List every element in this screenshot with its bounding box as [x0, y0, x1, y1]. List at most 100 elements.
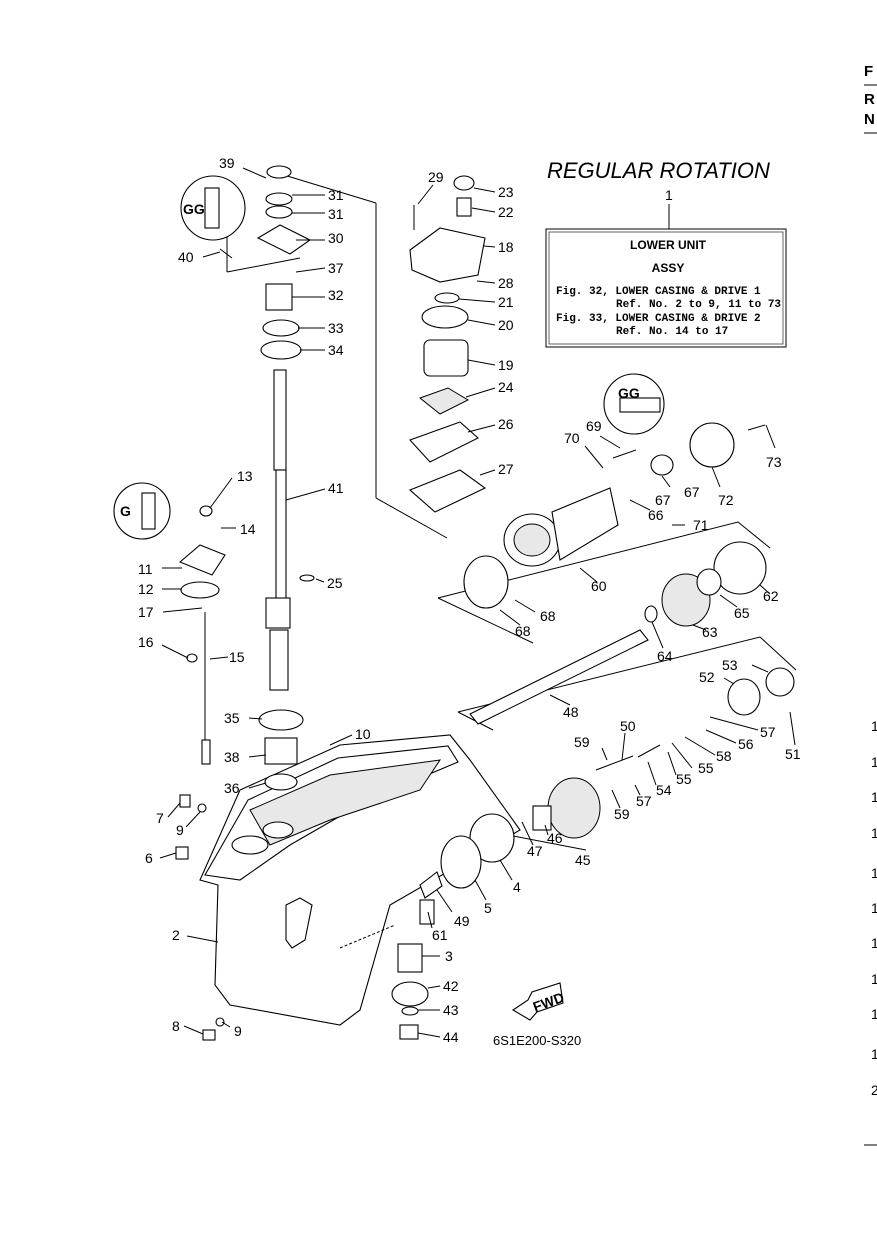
- part-number-label: 71: [693, 517, 709, 533]
- diagram-heading: REGULAR ROTATION: [547, 158, 770, 183]
- water-pump-assembly: [408, 175, 487, 513]
- part-number-label: 43: [443, 1002, 459, 1018]
- part-number-label: 12: [138, 581, 154, 597]
- part-number-label: 59: [574, 734, 590, 750]
- part-number-label: 20: [498, 317, 514, 333]
- part-number-labels: 39 31 31 30 40 37 32 33 34 41 13 14 11 1…: [138, 155, 801, 1045]
- part-number-label: 67: [655, 492, 671, 508]
- edge-number: 1: [871, 754, 877, 770]
- part-number-label: 73: [766, 454, 782, 470]
- part-number-label: 56: [738, 736, 754, 752]
- part-number-label: 25: [327, 575, 343, 591]
- part-number-label: 38: [224, 749, 240, 765]
- part-number-label: 23: [498, 184, 514, 200]
- shift-rod-assembly: [178, 505, 226, 765]
- edge-number: 1: [871, 1046, 877, 1062]
- part-number-label: 32: [328, 287, 344, 303]
- small-hardware: [175, 205, 766, 1041]
- propeller-shaft-housing: [463, 422, 735, 609]
- part-number-label: 70: [564, 430, 580, 446]
- part-number-label: 24: [498, 379, 514, 395]
- drive-shaft-assembly: [256, 165, 312, 791]
- edge-letter: R: [864, 91, 875, 108]
- part-number-label: 31: [328, 187, 344, 203]
- part-number-label: 34: [328, 342, 344, 358]
- part-number-label: 51: [785, 746, 801, 762]
- svg-text:GG: GG: [183, 201, 205, 217]
- part-number-label: 55: [676, 771, 692, 787]
- part-number-label: 57: [760, 724, 776, 740]
- part-number-label: 53: [722, 657, 738, 673]
- edge-column: F R N 1 1 1 1 1 1 1 1 1 1 2: [864, 63, 877, 1146]
- gear-set: [440, 541, 795, 889]
- part-number-label: 63: [702, 624, 718, 640]
- gearcase-housing: [199, 734, 521, 1026]
- part-number-label: 39: [219, 155, 235, 171]
- part-number-label: 47: [527, 843, 543, 859]
- edge-number: 2: [871, 1082, 877, 1098]
- part-number-label: 67: [684, 484, 700, 500]
- part-number-label: 57: [636, 793, 652, 809]
- part-number-label: 62: [763, 588, 779, 604]
- callout-assembly-number: 1: [665, 187, 673, 203]
- edge-number: 1: [871, 865, 877, 881]
- bracket-lines: [226, 174, 797, 851]
- part-number-label: 45: [575, 852, 591, 868]
- info-box-line-3: Fig. 32, LOWER CASING & DRIVE 1: [556, 286, 761, 298]
- info-box-line-2: ASSY: [652, 261, 685, 275]
- part-number-label: 65: [734, 605, 750, 621]
- part-number-label: 37: [328, 260, 344, 276]
- part-number-label: 42: [443, 978, 459, 994]
- part-number-label: 49: [454, 913, 470, 929]
- part-number-label: 64: [657, 648, 673, 664]
- part-number-label: 52: [699, 669, 715, 685]
- part-number-label: 48: [563, 704, 579, 720]
- part-number-label: 36: [224, 780, 240, 796]
- part-number-label: 18: [498, 239, 514, 255]
- part-number-label: 69: [586, 418, 602, 434]
- part-number-label: 66: [648, 507, 664, 523]
- part-number-label: 10: [355, 726, 371, 742]
- part-number-label: 28: [498, 275, 514, 291]
- part-number-label: 22: [498, 204, 514, 220]
- info-box-line-1: LOWER UNIT: [630, 238, 707, 252]
- part-number-label: 3: [445, 948, 453, 964]
- part-number-label: 58: [716, 748, 732, 764]
- part-number-label: 13: [237, 468, 253, 484]
- part-number-label: 16: [138, 634, 154, 650]
- part-number-label: 5: [484, 900, 492, 916]
- info-box-line-6: Ref. No. 14 to 17: [616, 326, 728, 338]
- part-number-label: 44: [443, 1029, 459, 1045]
- part-number-label: 60: [591, 578, 607, 594]
- part-number-label: 54: [656, 782, 672, 798]
- part-number-label: 19: [498, 357, 514, 373]
- leader-lines: [159, 167, 796, 1038]
- svg-text:G: G: [120, 503, 131, 519]
- edge-number: 1: [871, 935, 877, 951]
- edge-letter: F: [864, 63, 873, 80]
- part-number-label: 40: [178, 249, 194, 265]
- grease-symbol-callout: GG: [180, 175, 246, 241]
- part-number-label: 33: [328, 320, 344, 336]
- edge-number: 1: [871, 900, 877, 916]
- part-number-label: 35: [224, 710, 240, 726]
- part-number-label: 59: [614, 806, 630, 822]
- assembly-info-box: LOWER UNIT ASSY Fig. 32, LOWER CASING & …: [545, 228, 787, 348]
- forward-arrow-icon: FWD: [511, 982, 566, 1021]
- propeller-shaft: [391, 629, 649, 1040]
- part-number-label: 21: [498, 294, 514, 310]
- part-number-label: 8: [172, 1018, 180, 1034]
- part-number-label: 68: [515, 623, 531, 639]
- edge-number: 1: [871, 1006, 877, 1022]
- grease-symbol-callout: G: [113, 482, 171, 540]
- part-number-label: 9: [176, 822, 184, 838]
- part-number-label: 61: [432, 927, 448, 943]
- grease-symbol-callout: GG: [603, 373, 665, 435]
- svg-text:GG: GG: [618, 385, 640, 401]
- edge-number: 1: [871, 825, 877, 841]
- edge-number: 1: [871, 718, 877, 734]
- part-number-label: 9: [234, 1023, 242, 1039]
- part-number-label: 50: [620, 718, 636, 734]
- part-number-label: 14: [240, 521, 256, 537]
